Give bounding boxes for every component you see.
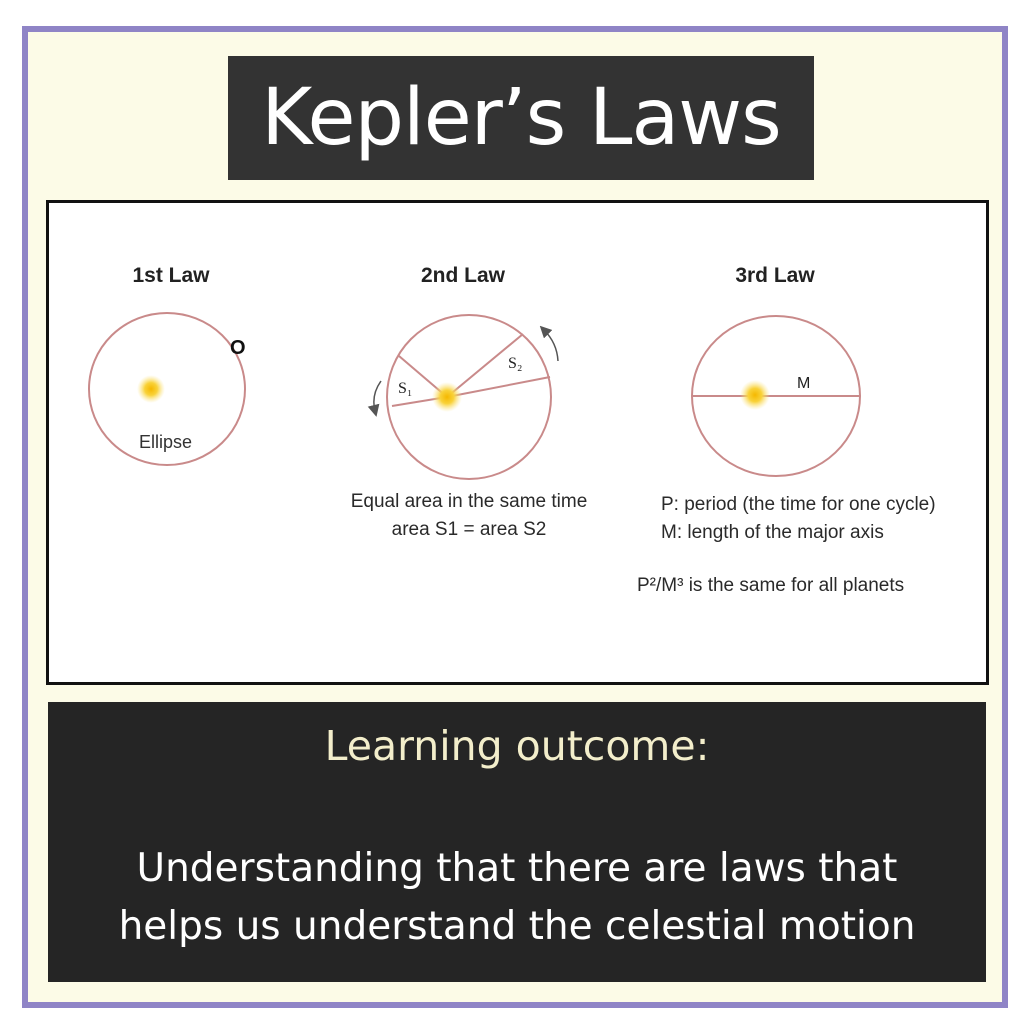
second-law-heading: 2nd Law: [421, 264, 506, 287]
kepler-diagram-panel: 1st Law O Ellipse 2nd Law S₁ S₂ Equal ar: [46, 200, 989, 685]
third-law-diagram: 3rd Law M P: period (the time for one cy…: [637, 264, 936, 596]
area-label-s2: S₂: [508, 355, 522, 372]
second-law-sun: [432, 382, 462, 412]
second-law-caption-line: Equal area in the same time: [351, 491, 588, 512]
major-axis-label: M: [797, 375, 810, 392]
second-law-radius-line: [446, 376, 551, 398]
third-law-caption-line: P: period (the time for one cycle): [661, 494, 936, 515]
first-law-heading: 1st Law: [132, 264, 210, 287]
slide-frame: Kepler’s Laws 1st Law O Ellipse: [22, 26, 1008, 1008]
second-law-caption-line: area S1 = area S2: [392, 519, 547, 540]
learning-outcome-box: Learning outcome: Understanding that the…: [48, 702, 986, 982]
third-law-note: P²/M³ is the same for all planets: [637, 575, 904, 596]
area-label-s1: S₁: [398, 380, 412, 397]
kepler-diagram: 1st Law O Ellipse 2nd Law S₁ S₂ Equal ar: [88, 264, 936, 596]
first-law-diagram: 1st Law O Ellipse: [88, 264, 246, 466]
first-law-sun: [137, 375, 165, 403]
learning-outcome-line: helps us understand the celestial motion: [118, 904, 916, 949]
second-law-orbit: [386, 314, 552, 480]
third-law-sun: [740, 380, 770, 410]
first-law-label: Ellipse: [139, 432, 192, 452]
motion-arrow-icon: [539, 325, 559, 362]
second-law-radius-line: [446, 333, 524, 398]
page-title: Kepler’s Laws: [261, 73, 781, 163]
third-law-heading: 3rd Law: [735, 264, 815, 287]
third-law-caption-line: M: length of the major axis: [661, 522, 884, 543]
learning-outcome-heading: Learning outcome:: [324, 722, 710, 770]
learning-outcome-line: Understanding that there are laws that: [136, 846, 898, 891]
first-law-planet-icon: O: [230, 337, 246, 359]
first-law-ellipse: [88, 312, 246, 466]
title-banner: Kepler’s Laws: [228, 56, 814, 180]
learning-outcome-text: Understanding that there are laws that h…: [48, 840, 986, 956]
second-law-diagram: 2nd Law S₁ S₂ Equal area in the same tim…: [351, 264, 588, 540]
motion-arrow-icon: [367, 380, 382, 417]
